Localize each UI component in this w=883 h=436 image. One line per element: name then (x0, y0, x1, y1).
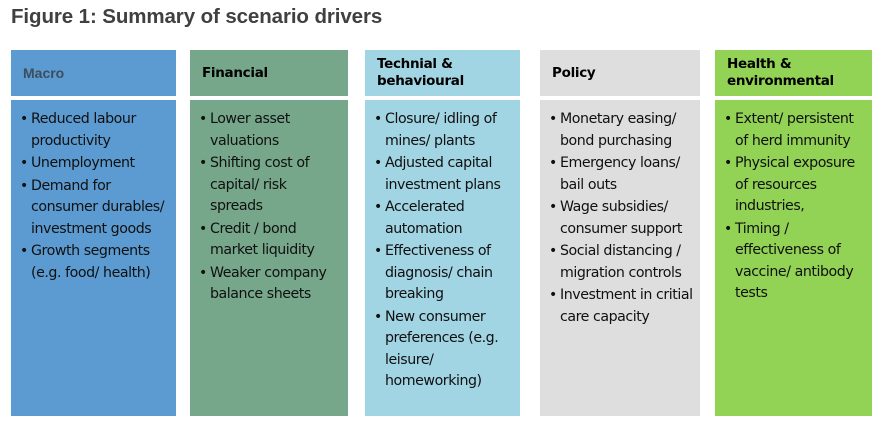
page-title: Figure 1: Summary of scenario drivers (11, 5, 383, 28)
bullet-list-health-environmental: Extent/ persistent of herd immunity Phys… (723, 109, 866, 305)
list-item: Extent/ persistent of herd immunity (723, 109, 866, 152)
list-item: Unemployment (19, 153, 170, 175)
list-item: Closure/ idling of mines/ plants (373, 109, 514, 152)
column-header-technical-behavioural: Technial & behavioural (365, 50, 520, 96)
column-financial: Financial Lower asset valuations Shiftin… (190, 50, 348, 416)
list-item: Social distancing / migration controls (548, 241, 694, 284)
list-item: Physical exposure of resources industrie… (723, 153, 866, 218)
list-item: Credit / bond market liquidity (198, 219, 342, 262)
column-header-label: Policy (552, 64, 596, 81)
list-item: Weaker company balance sheets (198, 263, 342, 306)
column-header-macro: Macro (11, 50, 176, 96)
column-header-label: Health & environmental (727, 56, 834, 89)
column-macro: Macro Reduced labour productivity Unempl… (11, 50, 176, 416)
list-item: Emergency loans/ bail outs (548, 153, 694, 196)
list-item: Growth segments (e.g. food/ health) (19, 241, 170, 284)
list-item: Accelerated automation (373, 197, 514, 240)
column-body-financial: Lower asset valuations Shifting cost of … (190, 100, 348, 416)
list-item: Wage subsidies/ consumer support (548, 197, 694, 240)
column-header-financial: Financial (190, 50, 348, 96)
column-header-health-environmental: Health & environmental (715, 50, 872, 96)
list-item: Adjusted capital investment plans (373, 153, 514, 196)
bullet-list-macro: Reduced labour productivity Unemployment… (19, 109, 170, 284)
list-item: Lower asset valuations (198, 109, 342, 152)
column-body-macro: Reduced labour productivity Unemployment… (11, 100, 176, 416)
scenario-drivers-columns: Macro Reduced labour productivity Unempl… (0, 50, 883, 416)
bullet-list-policy: Monetary easing/ bond purchasing Emergen… (548, 109, 694, 328)
list-item: Investment in critial care capacity (548, 285, 694, 328)
list-item: Timing / effectiveness of vaccine/ antib… (723, 219, 866, 305)
column-header-policy: Policy (540, 50, 700, 96)
column-policy: Policy Monetary easing/ bond purchasing … (540, 50, 700, 416)
column-header-label: Technial & behavioural (377, 56, 464, 89)
column-health-environmental: Health & environmental Extent/ persisten… (715, 50, 872, 416)
list-item: Reduced labour productivity (19, 109, 170, 152)
column-header-label: Financial (202, 64, 268, 81)
list-item: Shifting cost of capital/ risk spreads (198, 153, 342, 218)
bullet-list-technical-behavioural: Closure/ idling of mines/ plants Adjuste… (373, 109, 514, 393)
column-technical-behavioural: Technial & behavioural Closure/ idling o… (365, 50, 520, 416)
column-header-label: Macro (23, 64, 65, 81)
list-item: Demand for consumer durables/ investment… (19, 176, 170, 241)
list-item: Monetary easing/ bond purchasing (548, 109, 694, 152)
column-body-health-environmental: Extent/ persistent of herd immunity Phys… (715, 100, 872, 416)
list-item: New consumer preferences (e.g. leisure/ … (373, 307, 514, 393)
column-body-technical-behavioural: Closure/ idling of mines/ plants Adjuste… (365, 100, 520, 416)
column-body-policy: Monetary easing/ bond purchasing Emergen… (540, 100, 700, 416)
bullet-list-financial: Lower asset valuations Shifting cost of … (198, 109, 342, 306)
list-item: Effectiveness of diagnosis/ chain breaki… (373, 241, 514, 306)
